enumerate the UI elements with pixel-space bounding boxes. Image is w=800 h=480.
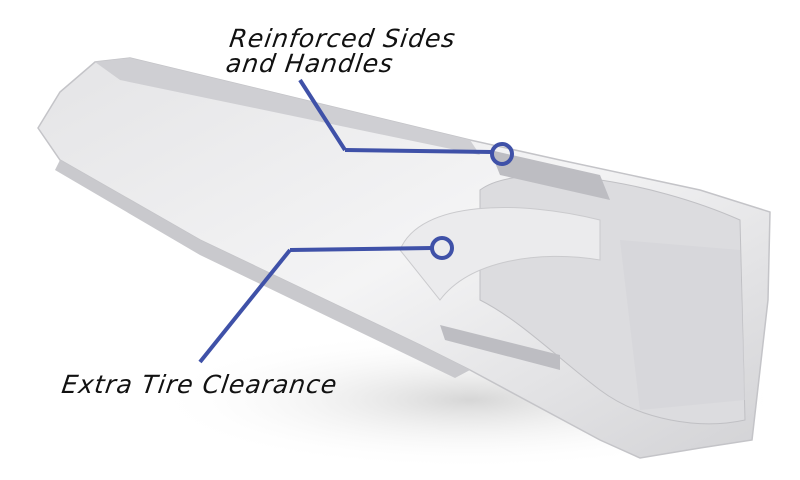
callout-label-reinforced-sides: Reinforced Sides and Handles <box>224 24 458 78</box>
fender-body <box>37 57 771 459</box>
callout-reinforced-sides-pointer <box>298 78 514 166</box>
callout-label-line: and Handles <box>224 49 396 78</box>
callout-tire-clearance-pointer <box>198 236 454 364</box>
callout-label-line: Reinforced Sides <box>227 24 458 53</box>
callout-label-line: Extra Tire Clearance <box>59 370 340 399</box>
callout-label-tire-clearance: Extra Tire Clearance <box>59 370 340 399</box>
